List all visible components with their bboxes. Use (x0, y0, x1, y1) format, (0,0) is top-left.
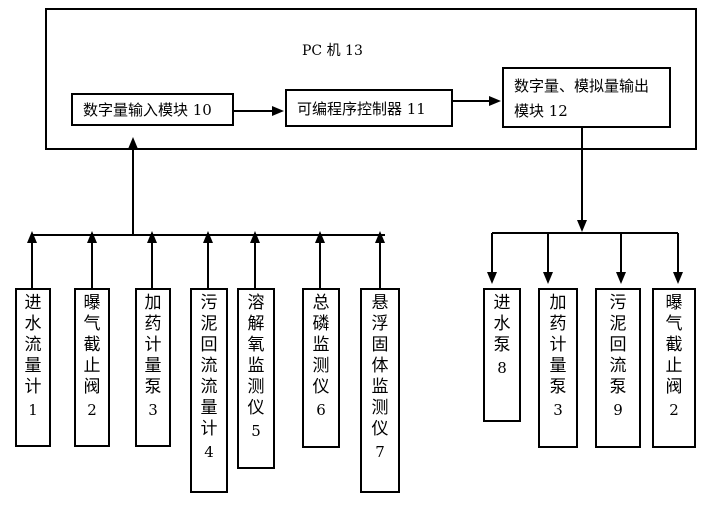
output-box-aeration-valve: 曝 气 截 止 阀 2 (652, 288, 696, 448)
plc-module-label: 可编程序控制器 11 (297, 99, 426, 118)
output-module: 数字量、模拟量输出 模块 12 (502, 67, 671, 128)
input-box-suspended-solids-monitor: 悬 浮 固 体 监 测 仪 7 (360, 288, 400, 493)
output-box-sludge-return-pump: 污 泥 回 流 泵 9 (595, 288, 641, 448)
pc-label: PC 机 13 (302, 43, 363, 59)
output-box-dosing-pump: 加 药 计 量 泵 3 (538, 288, 578, 448)
output-box-influent-pump: 进 水 泵 8 (483, 288, 521, 422)
input-box-sludge-return-flowmeter: 污 泥 回 流 流 量 计 4 (190, 288, 228, 493)
input-box-total-phosphorus-monitor: 总 磷 监 测 仪 6 (302, 288, 340, 448)
input-box-aeration-valve: 曝 气 截 止 阀 2 (74, 288, 110, 447)
output-module-label-line2: 模块 12 (514, 102, 568, 120)
input-box-dosing-pump: 加 药 计 量 泵 3 (135, 288, 171, 447)
digital-input-module: 数字量输入模块 10 (71, 93, 234, 126)
input-box-influent-flowmeter: 进 水 流 量 计 1 (15, 288, 51, 447)
digital-input-module-label: 数字量输入模块 10 (83, 101, 212, 119)
plc-module: 可编程序控制器 11 (285, 89, 453, 127)
pc-box (45, 8, 697, 150)
input-box-dissolved-oxygen-monitor: 溶 解 氧 监 测 仪 5 (237, 288, 275, 469)
output-module-label-line1: 数字量、模拟量输出 (514, 77, 650, 95)
